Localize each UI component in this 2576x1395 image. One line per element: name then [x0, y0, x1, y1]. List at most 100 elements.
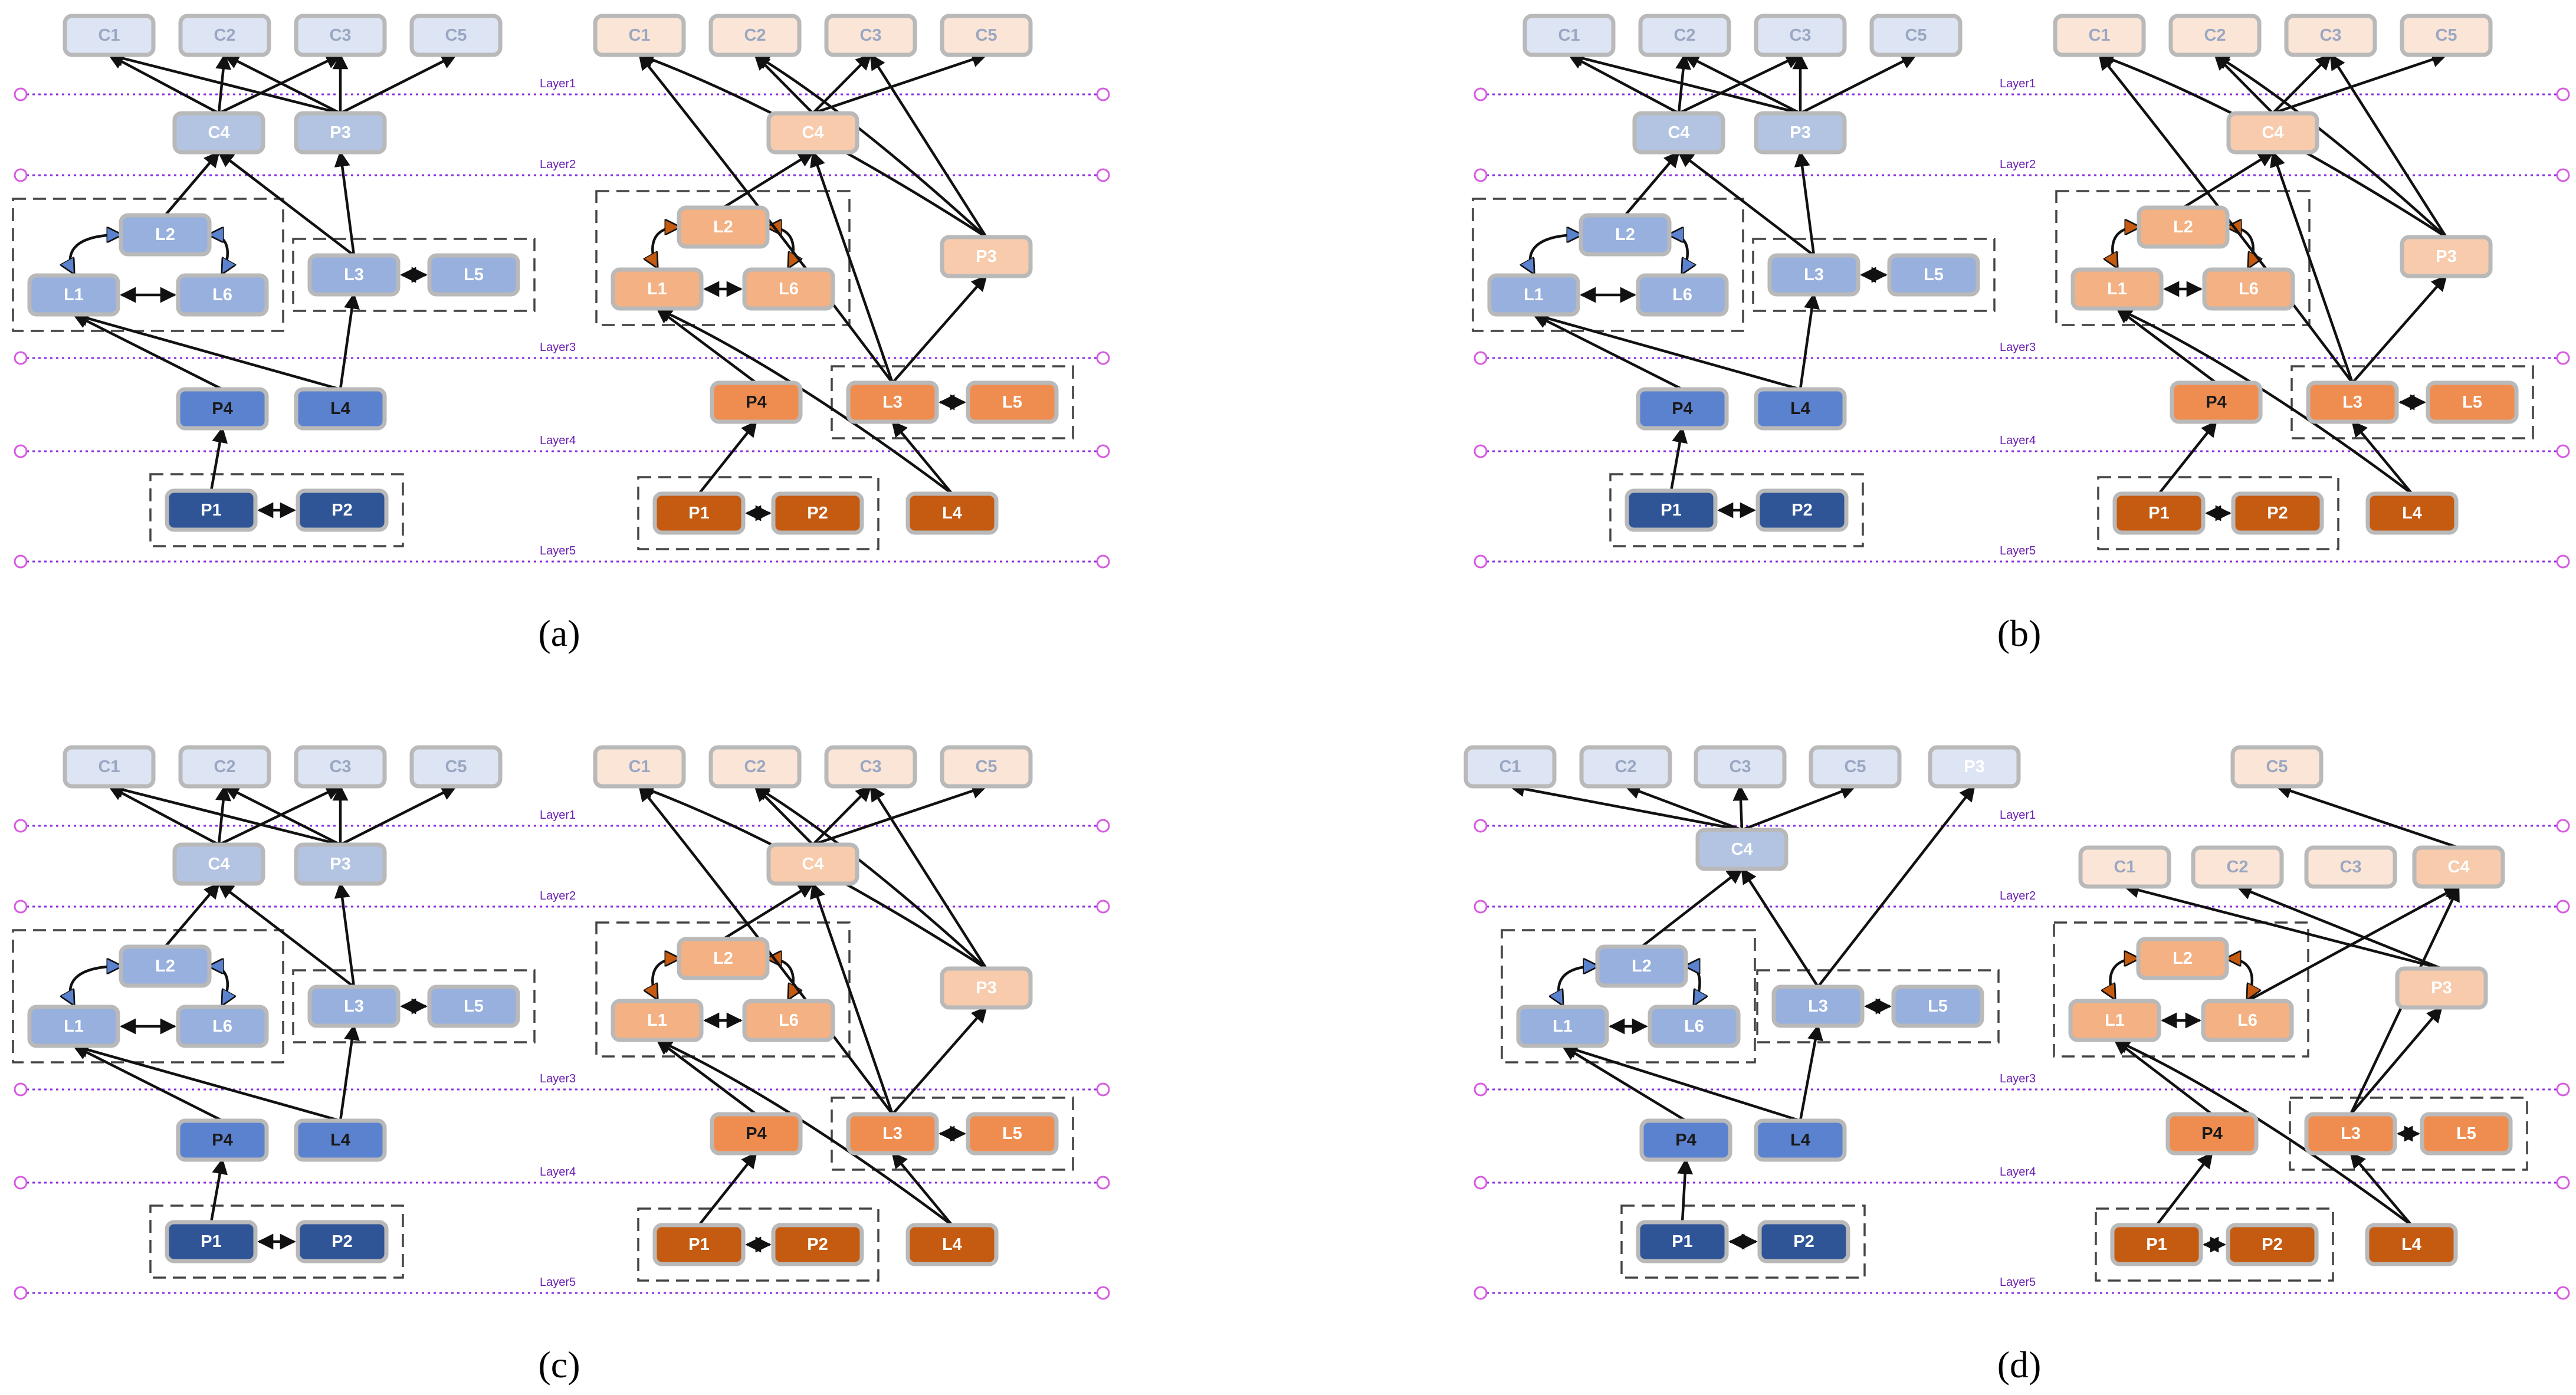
orange-group-box [831, 1097, 1074, 1171]
orange-node-l2: L2 [2136, 937, 2229, 980]
blue-node-box [294, 842, 387, 886]
layer-endpoint-right [1096, 554, 1110, 569]
blue-node-box [409, 14, 503, 57]
blue-edge-C4-C1 [1508, 781, 1743, 832]
blue-node-c3: C3 [294, 14, 387, 57]
orange-node-label: L5 [1002, 1124, 1022, 1143]
orange-node-box [677, 205, 770, 249]
orange-edge-L3-C4 [810, 150, 894, 383]
orange-edge-P4-L1 [655, 307, 757, 384]
layer-endpoint-right [2556, 1176, 2570, 1190]
orange-edge-P3-C3 [869, 785, 987, 970]
blue-node-label: P3 [1790, 123, 1810, 142]
orange-node-label: P4 [2206, 393, 2226, 412]
blue-edge-L4-L1 [1532, 310, 1801, 391]
layer-endpoint-left [14, 87, 28, 101]
orange-node-label: P2 [807, 1235, 828, 1254]
orange-node-box [2284, 14, 2377, 57]
layer-endpoint-right [2556, 351, 2570, 365]
blue-node-box [1579, 213, 1672, 257]
blue-edge-L3-C4 [217, 882, 355, 988]
blue-node-box [1463, 745, 1557, 789]
orange-edge-C4-C5 [2275, 783, 2459, 849]
caption-a: (a) [538, 612, 580, 654]
orange-node-l1: L1 [611, 267, 704, 311]
blue-node-c4: C4 [1632, 111, 1725, 155]
blue-node-l1: L1 [27, 273, 120, 317]
orange-node-label: C4 [802, 855, 823, 874]
blue-node-box [1648, 1005, 1741, 1048]
layer-endpoint-right [1096, 1176, 1110, 1190]
orange-group-box [637, 476, 880, 550]
blue-node-c5: C5 [409, 745, 503, 789]
orange-node-box [2226, 111, 2319, 155]
orange-node-label: P2 [807, 504, 828, 523]
blue-node-label: L6 [212, 285, 232, 304]
blue-group-box [149, 473, 404, 547]
orange-edge-P1-P4 [698, 420, 757, 495]
blue-node-box [176, 273, 269, 317]
blue-node-label: C4 [208, 123, 229, 142]
orange-node-label: C5 [975, 757, 997, 776]
blue-node-box [27, 273, 120, 317]
orange-node-label: C2 [744, 757, 766, 776]
blue-node-label: C4 [1731, 840, 1753, 859]
layer-endpoint-left [1474, 1082, 1488, 1097]
blue-edge-L4-L1 [1561, 1042, 1801, 1122]
orange-node-box [966, 380, 1059, 424]
blue-node-l2: L2 [1595, 944, 1688, 988]
orange-node-box [2137, 205, 2230, 249]
orange-node-box [966, 1112, 1059, 1156]
orange-node-l4: L4 [2365, 1223, 2458, 1266]
blue-group-box [1752, 238, 1996, 312]
blue-node-label: L1 [64, 285, 84, 304]
layer-endpoint-left [14, 168, 28, 182]
blue-node-label: P3 [1964, 757, 1984, 776]
orange-node-box [2202, 267, 2295, 311]
layer-endpoint-left [14, 1082, 28, 1097]
orange-node-label: L3 [882, 393, 903, 412]
blue-node-p1: P1 [1625, 488, 1718, 532]
orange-node-label: L6 [779, 280, 799, 298]
blue-edge-C4-C3 [218, 785, 342, 846]
blue-edge-C4-C1 [107, 54, 220, 114]
blue-node-box [1771, 984, 1865, 1028]
blue-node-label: L6 [1684, 1017, 1704, 1036]
orange-node-p3: P3 [2395, 966, 2488, 1010]
blue-node-label: L4 [1790, 399, 1810, 418]
orange-node-box [940, 966, 1033, 1010]
orange-node-label: L3 [882, 1124, 903, 1143]
blue-edge-L2-C4 [1624, 150, 1680, 216]
blue-node-box [1754, 14, 1847, 57]
blue-node-label: L1 [64, 1017, 84, 1036]
blue-node-label: C3 [329, 757, 351, 776]
orange-node-label: L6 [2237, 1011, 2257, 1030]
orange-node-c2: C2 [708, 745, 802, 789]
blue-node-label: L6 [212, 1017, 232, 1036]
orange-node-l4: L4 [2365, 491, 2459, 535]
orange-edge-P3-C2 [2236, 884, 2442, 970]
blue-node-l6: L6 [1636, 273, 1729, 317]
layer-endpoint-right [1096, 1286, 1110, 1300]
blue-node-label: P1 [1672, 1232, 1692, 1251]
orange-node-label: C1 [628, 26, 650, 45]
blue-edge-P4-L1 [1561, 1045, 1687, 1122]
blue-edge-L2-C4 [1640, 868, 1744, 948]
blue-node-c4: C4 [172, 111, 265, 155]
orange-node-p2: P2 [771, 1223, 864, 1266]
blue-node-l2: L2 [1579, 213, 1672, 257]
blue-node-label: L2 [1615, 225, 1635, 244]
orange-node-label: L5 [2456, 1124, 2476, 1143]
orange-edge-L3-C1 [2098, 53, 2354, 384]
blue-node-box [27, 1005, 120, 1048]
orange-link-L2-L6 [2227, 959, 2252, 999]
layer-endpoint-right [2556, 900, 2570, 914]
blue-node-label: L2 [1632, 957, 1652, 976]
orange-node-box [2400, 235, 2493, 278]
orange-node-p4: P4 [2170, 380, 2263, 424]
blue-edge-L3-P3 [1794, 150, 1816, 256]
blue-node-box [1757, 1220, 1850, 1263]
